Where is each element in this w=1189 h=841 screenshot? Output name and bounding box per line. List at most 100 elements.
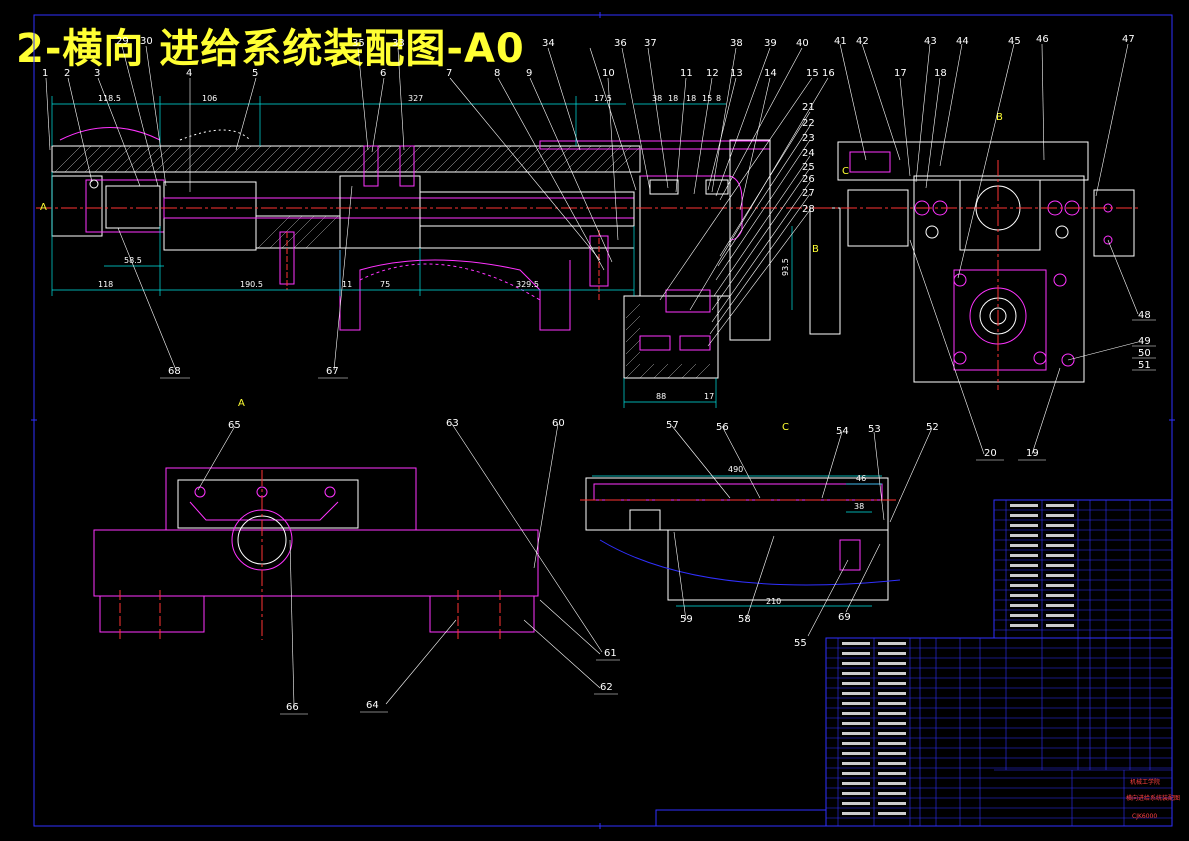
dim-490: 490 bbox=[728, 465, 743, 474]
balloon: 59 bbox=[680, 614, 693, 625]
dim-75: 75 bbox=[380, 280, 390, 289]
dim-329-5: 329.5 bbox=[516, 280, 539, 289]
balloon: 15 bbox=[806, 68, 819, 79]
dim-11: 11 bbox=[342, 280, 352, 289]
balloon: 23 bbox=[802, 133, 815, 144]
balloon: 47 bbox=[1122, 34, 1135, 45]
drawing-frame bbox=[33, 14, 1173, 827]
balloon: 54 bbox=[836, 426, 849, 437]
balloon: 4 bbox=[186, 68, 192, 79]
balloon: 14 bbox=[764, 68, 777, 79]
dim-17-5: 17.5 bbox=[594, 94, 612, 103]
view-a bbox=[93, 467, 539, 640]
view-label-a-marker: A bbox=[40, 202, 47, 213]
dim-93-5: 93.5 bbox=[781, 258, 790, 276]
part-balloons: 1 2 3 29 30 4 5 35 6 33 7 8 9 34 10 36 3… bbox=[42, 34, 1151, 713]
dimension-lines bbox=[51, 96, 882, 607]
balloon: 9 bbox=[526, 68, 532, 79]
balloon: 18 bbox=[934, 68, 947, 79]
right-end-view bbox=[816, 141, 1140, 390]
balloon: 61 bbox=[604, 648, 617, 659]
dim-210: 210 bbox=[766, 597, 781, 606]
balloon: 19 bbox=[1026, 448, 1039, 459]
balloon: 50 bbox=[1138, 348, 1151, 359]
balloon: 62 bbox=[600, 682, 613, 693]
drawing-title: 2-横向 进给系统装配图-A0 bbox=[16, 26, 525, 72]
balloon: 12 bbox=[706, 68, 719, 79]
balloon: 1 bbox=[42, 68, 48, 79]
balloon: 35 bbox=[352, 38, 365, 49]
balloon: 64 bbox=[366, 700, 379, 711]
dim-18-b: 18 bbox=[686, 94, 696, 103]
balloon: 7 bbox=[446, 68, 452, 79]
balloon: 16 bbox=[822, 68, 835, 79]
balloon: 39 bbox=[764, 38, 777, 49]
balloon: 46 bbox=[1036, 34, 1049, 45]
balloon: 34 bbox=[542, 38, 555, 49]
balloon: 40 bbox=[796, 38, 809, 49]
balloon: 13 bbox=[730, 68, 743, 79]
balloon: 55 bbox=[794, 638, 807, 649]
dim-190-5: 190.5 bbox=[240, 280, 263, 289]
main-section-view bbox=[36, 127, 841, 379]
balloon: 29 bbox=[116, 36, 129, 47]
balloon: 38 bbox=[730, 38, 743, 49]
balloon: 17 bbox=[894, 68, 907, 79]
dim-18-a: 18 bbox=[668, 94, 678, 103]
balloon: 65 bbox=[228, 420, 241, 431]
balloon: 51 bbox=[1138, 360, 1151, 371]
parts-list-table: 机械工学院 横向进给系统装配图 CJK6000 bbox=[655, 499, 1180, 827]
dim-327: 327 bbox=[408, 94, 423, 103]
balloon: 33 bbox=[392, 38, 405, 49]
balloon: 26 bbox=[802, 174, 815, 185]
title-block-drawing-name: 横向进给系统装配图 bbox=[1126, 794, 1180, 802]
dim-118: 118 bbox=[98, 280, 113, 289]
view-label-a: A bbox=[238, 398, 245, 409]
dimension-values: 118.5 106 327 17.5 38 18 18 15 8 58.5 11… bbox=[98, 94, 866, 606]
dim-17: 17 bbox=[704, 392, 714, 401]
balloon: 45 bbox=[1008, 36, 1021, 47]
balloon: 58 bbox=[738, 614, 751, 625]
balloon: 28 bbox=[802, 204, 815, 215]
dim-8: 8 bbox=[716, 94, 721, 103]
balloon: 53 bbox=[868, 424, 881, 435]
dim-15: 15 bbox=[702, 94, 712, 103]
balloon: 52 bbox=[926, 422, 939, 433]
balloon: 41 bbox=[834, 36, 847, 47]
balloon: 5 bbox=[252, 68, 258, 79]
title-block-drawing-number: CJK6000 bbox=[1132, 813, 1157, 820]
dim-38-c: 38 bbox=[854, 502, 864, 511]
balloon: 8 bbox=[494, 68, 500, 79]
balloon: 10 bbox=[602, 68, 615, 79]
balloon: 60 bbox=[552, 418, 565, 429]
view-label-c: C bbox=[782, 422, 789, 433]
dim-106: 106 bbox=[202, 94, 217, 103]
dim-46: 46 bbox=[856, 474, 866, 483]
balloon: 68 bbox=[168, 366, 181, 377]
balloon: 44 bbox=[956, 36, 969, 47]
balloon: 42 bbox=[856, 36, 869, 47]
balloon: 2 bbox=[64, 68, 70, 79]
balloon: 48 bbox=[1138, 310, 1151, 321]
dim-38: 38 bbox=[652, 94, 662, 103]
view-label-b-marker: B bbox=[812, 244, 819, 255]
view-c bbox=[580, 477, 901, 601]
balloon: 6 bbox=[380, 68, 386, 79]
balloon: 3 bbox=[94, 68, 100, 79]
balloon: 36 bbox=[614, 38, 627, 49]
balloon: 20 bbox=[984, 448, 997, 459]
balloon: 63 bbox=[446, 418, 459, 429]
balloon: 43 bbox=[924, 36, 937, 47]
balloon: 56 bbox=[716, 422, 729, 433]
balloon: 27 bbox=[802, 188, 815, 199]
title-block-school: 机械工学院 bbox=[1130, 778, 1160, 786]
balloon: 24 bbox=[802, 148, 815, 159]
balloon-underlines bbox=[160, 319, 1156, 715]
balloon: 37 bbox=[644, 38, 657, 49]
leader-lines bbox=[45, 43, 1139, 707]
dim-88: 88 bbox=[656, 392, 666, 401]
balloon: 66 bbox=[286, 702, 299, 713]
balloon: 22 bbox=[802, 118, 815, 129]
balloon: 57 bbox=[666, 420, 679, 431]
